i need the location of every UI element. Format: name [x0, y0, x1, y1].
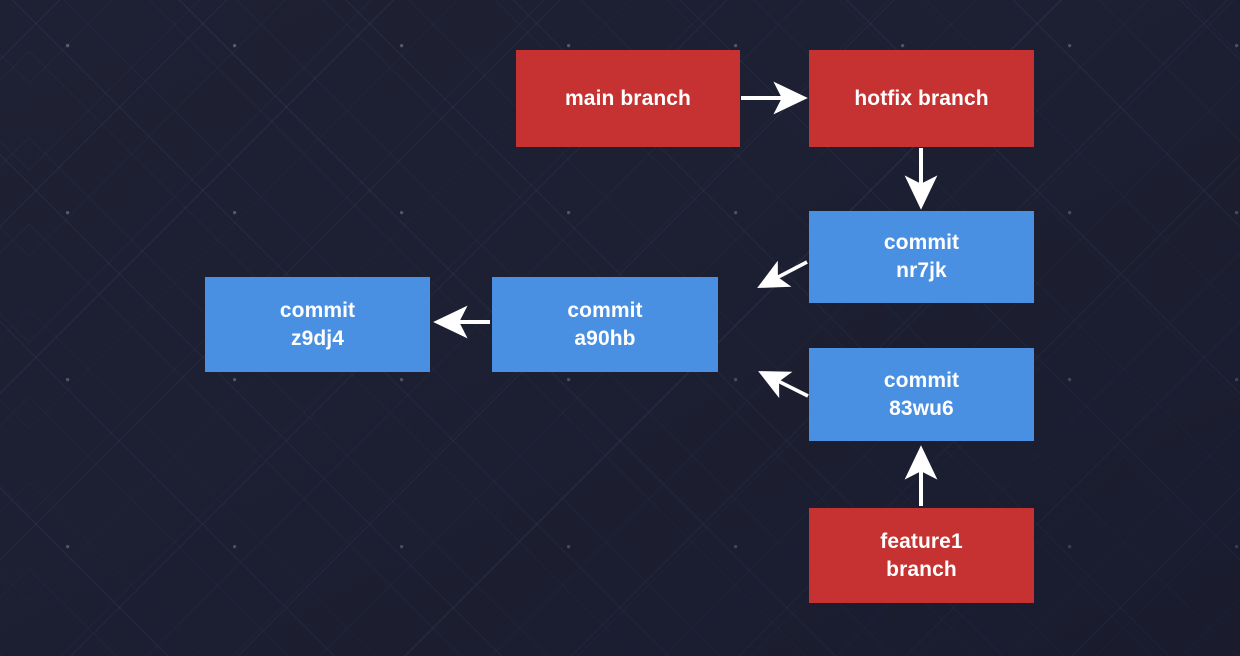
- node-feature1-branch[interactable]: feature1 branch: [809, 508, 1034, 603]
- node-commit-83wu6[interactable]: commit 83wu6: [809, 348, 1034, 441]
- node-commit-nr7jk[interactable]: commit nr7jk: [809, 211, 1034, 303]
- node-main-branch[interactable]: main branch: [516, 50, 740, 147]
- node-commit-z9dj4[interactable]: commit z9dj4: [205, 277, 430, 372]
- node-hotfix-branch[interactable]: hotfix branch: [809, 50, 1034, 147]
- arrow-nr7jk-to-a90hb: [757, 260, 808, 288]
- arrow-83wu6-to-a90hb: [758, 371, 809, 399]
- node-commit-a90hb[interactable]: commit a90hb: [492, 277, 718, 372]
